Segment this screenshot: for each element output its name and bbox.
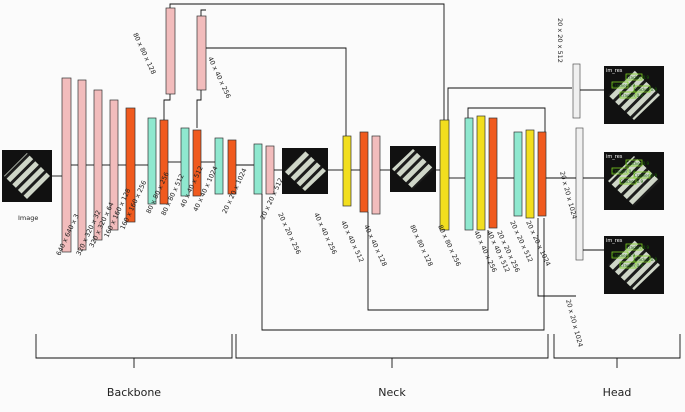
head-output-3: im_res Cracker 0.9 Cracker 0.9 Cracker 0…	[604, 236, 664, 294]
dim-label: 20 x 20 x 512	[556, 18, 564, 63]
dim-label: 20 x 20 x 256	[276, 211, 302, 255]
section-label-neck: Neck	[378, 386, 406, 399]
section-label-head: Head	[603, 386, 632, 399]
dim-label: 80 x 80 x 128	[408, 223, 434, 267]
detection-tag: Cracker 0.9	[626, 161, 649, 166]
section-label-backbone: Backbone	[107, 386, 161, 399]
head-block-1	[572, 63, 581, 119]
head-block-2	[575, 127, 584, 261]
block-n5	[464, 117, 474, 231]
feature-image-2	[390, 146, 436, 192]
block-n3	[371, 135, 381, 215]
block-b2	[77, 79, 87, 251]
detection-tag: Cracker 0.9	[612, 253, 635, 258]
block-n9	[525, 129, 535, 219]
detection-tag: Cracker 0.9	[620, 179, 643, 184]
section-braces	[35, 334, 681, 368]
dim-label: 40 x 40 x 512	[339, 219, 365, 263]
block-n1	[342, 135, 352, 207]
detection-tag: Cracker 0.9	[626, 245, 649, 250]
dim-label: 40 x 40 x 256	[312, 211, 338, 255]
detection-tag: Cracker 0.9	[620, 93, 643, 98]
dim-label: 40 x 40 x 256	[206, 55, 232, 99]
head-output-1: im_res Cracker 0.9 Cracker 0.9 Cracker 0…	[604, 66, 664, 124]
feature-image-1	[282, 148, 328, 194]
head-output-2: im_res Cracker 0.9 Cracker 0.9 Cracker 0…	[604, 152, 664, 210]
head-output-label-3: im_res	[606, 238, 623, 244]
block-b12	[253, 143, 263, 195]
head-output-label-1: im_res	[606, 68, 623, 74]
input-label: Image	[18, 214, 38, 222]
block-n6	[476, 115, 486, 231]
dim-label: 40 x 40 x 128	[362, 223, 388, 267]
skip-block-40	[196, 15, 207, 91]
block-n7	[488, 117, 498, 229]
backbone-dim-labels: 640 x 640 x 3 320 x 320 x 32 320 x 320 x…	[55, 165, 285, 257]
dim-label: 20 x 20 x 1024	[564, 298, 584, 347]
skip-block-80	[165, 7, 176, 95]
backbone-blocks	[61, 77, 275, 253]
block-n8	[513, 131, 523, 217]
detection-tag: Cracker 0.9	[634, 173, 657, 178]
neck-dim-labels: 20 x 20 x 256 40 x 40 x 256 40 x 40 x 51…	[276, 211, 552, 273]
block-b6	[147, 117, 157, 205]
block-b11	[227, 139, 237, 195]
block-b9	[192, 129, 202, 197]
detection-tag: Cracker 0.9	[612, 83, 635, 88]
detection-tag: Cracker 0.9	[620, 263, 643, 268]
block-n10	[537, 131, 547, 217]
head-output-label-2: im_res	[606, 154, 623, 160]
detection-tag: Cracker 0.9	[626, 75, 649, 80]
dim-label: 80 x 80 x 128	[131, 31, 157, 75]
input-image	[2, 150, 52, 202]
connection-lines	[52, 3, 604, 331]
neck-blocks	[342, 115, 547, 231]
detection-tag: Cracker 0.9	[612, 169, 635, 174]
block-n4	[439, 119, 450, 231]
block-b10	[214, 137, 224, 195]
block-n2	[359, 131, 369, 213]
skip-dim-labels: 80 x 80 x 128 40 x 40 x 256	[131, 31, 232, 99]
detection-tag: Cracker 0.9	[634, 257, 657, 262]
detection-tag: Cracker 0.9	[634, 87, 657, 92]
